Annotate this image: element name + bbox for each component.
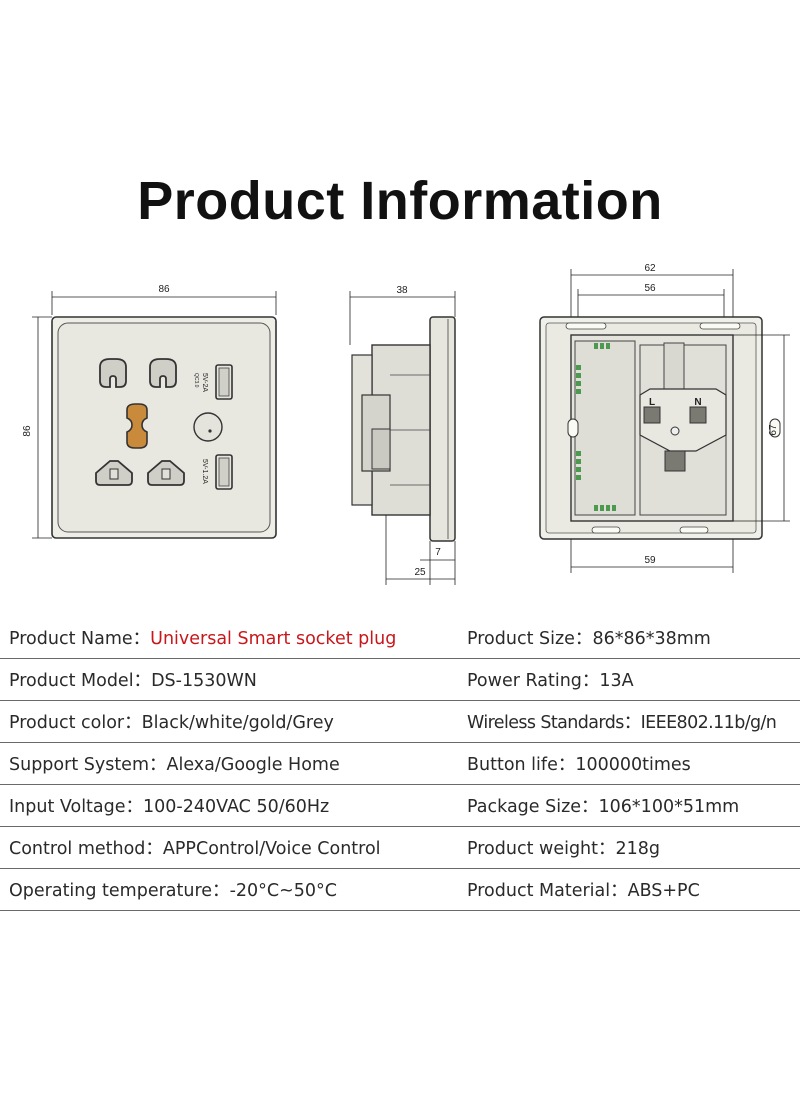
spec-label: Wireless Standards： bbox=[467, 713, 641, 733]
spec-right-cell: Product Size：86*86*38mm bbox=[467, 625, 711, 650]
spec-left-cell: Control method：APPControl/Voice Control bbox=[9, 835, 381, 860]
front-view: 86 86 5V-2A QC3.0 5V-1.2A bbox=[22, 284, 277, 539]
spec-value: Universal Smart socket plug bbox=[150, 629, 397, 649]
spec-label: Button life： bbox=[467, 755, 576, 775]
spec-left-cell: Operating temperature：-20°C~50°C bbox=[9, 877, 337, 902]
spec-value: IEEE802.11b/g/n bbox=[640, 713, 777, 733]
spec-value: 86*86*38mm bbox=[592, 629, 711, 649]
spec-right-cell: Power Rating：13A bbox=[467, 667, 634, 692]
spec-label: Product weight： bbox=[467, 839, 616, 859]
spec-row: Product color：Black/white/gold/Grey Wire… bbox=[0, 701, 800, 743]
spec-value: 13A bbox=[599, 671, 634, 691]
spec-row: Product Model：DS-1530WN Power Rating：13A bbox=[0, 659, 800, 701]
spec-label: Product Size： bbox=[467, 629, 593, 649]
spec-right-clip: Product Size：86*86*38mm bbox=[467, 617, 800, 658]
spec-right-clip: Product Material：ABS+PC bbox=[467, 869, 800, 910]
spec-label: Package Size： bbox=[467, 797, 599, 817]
spec-value: 100-240VAC 50/60Hz bbox=[143, 797, 330, 817]
spec-value: 218g bbox=[615, 839, 661, 859]
back-view: 62 56 L N bbox=[539, 263, 790, 573]
spec-right-clip: Button life：100000times bbox=[467, 743, 800, 784]
front-width-label: 86 bbox=[158, 284, 170, 295]
spec-row: Operating temperature：-20°C~50°C Product… bbox=[0, 869, 800, 911]
spec-value: 100000times bbox=[575, 755, 691, 775]
spec-row: Support System：Alexa/Google Home Button … bbox=[0, 743, 800, 785]
spec-value: APPControl/Voice Control bbox=[162, 839, 381, 859]
spec-right-cell: Button life：100000times bbox=[467, 751, 691, 776]
spec-value: -20°C~50°C bbox=[229, 881, 338, 901]
usb-top-sublabel: QC3.0 bbox=[193, 373, 199, 388]
usb-top-label: 5V-2A bbox=[201, 373, 208, 392]
spec-value: Alexa/Google Home bbox=[166, 755, 340, 775]
terminal-n-label: N bbox=[694, 397, 701, 408]
back-height-label: 67 bbox=[768, 424, 779, 436]
spec-right-clip: Product weight：218g bbox=[467, 827, 800, 868]
spec-right-clip: Package Size：106*100*51mm bbox=[467, 785, 800, 826]
spec-row: Input Voltage：100-240VAC 50/60Hz Package… bbox=[0, 785, 800, 827]
side-depth-label: 38 bbox=[396, 285, 408, 296]
spec-left-cell: Product Name：Universal Smart socket plug bbox=[9, 625, 396, 650]
spec-right-cell: Package Size：106*100*51mm bbox=[467, 793, 739, 818]
spec-value: Black/white/gold/Grey bbox=[141, 713, 334, 733]
spec-row: Control method：APPControl/Voice Control … bbox=[0, 827, 800, 869]
spec-value: DS-1530WN bbox=[151, 671, 257, 691]
back-bottom-width-label: 59 bbox=[644, 555, 656, 566]
spec-left-cell: Product Model：DS-1530WN bbox=[9, 667, 257, 692]
spec-right-cell: Product weight：218g bbox=[467, 835, 660, 860]
spec-label: Product Material： bbox=[467, 881, 628, 901]
usb-bottom-label: 5V-1.2A bbox=[201, 459, 208, 484]
back-inner-width-label: 56 bbox=[644, 283, 656, 294]
spec-right-cell: Product Material：ABS+PC bbox=[467, 877, 700, 902]
spec-left-cell: Support System：Alexa/Google Home bbox=[9, 751, 340, 776]
spec-label: Product Name： bbox=[9, 629, 151, 649]
spec-value: ABS+PC bbox=[627, 881, 700, 901]
spec-label: Operating temperature： bbox=[9, 881, 230, 901]
back-outer-width-label: 62 bbox=[644, 263, 656, 274]
spec-left-cell: Input Voltage：100-240VAC 50/60Hz bbox=[9, 793, 329, 818]
spec-value: 106*100*51mm bbox=[598, 797, 740, 817]
spec-table: Product Name：Universal Smart socket plug… bbox=[0, 617, 800, 911]
spec-label: Support System： bbox=[9, 755, 167, 775]
spec-left-cell: Product color：Black/white/gold/Grey bbox=[9, 709, 334, 734]
spec-label: Control method： bbox=[9, 839, 163, 859]
page-title: Product Information bbox=[137, 171, 663, 231]
spec-label: Product Model： bbox=[9, 671, 152, 691]
spec-label: Product color： bbox=[9, 713, 142, 733]
spec-right-clip: Power Rating：13A bbox=[467, 659, 800, 700]
front-height-label: 86 bbox=[22, 425, 33, 437]
terminal-l-label: L bbox=[649, 397, 655, 408]
technical-drawings: 86 86 5V-2A QC3.0 5V-1.2A bbox=[22, 263, 790, 585]
spec-label: Input Voltage： bbox=[9, 797, 144, 817]
spec-right-cell: Wireless Standards：IEEE802.11b/g/n bbox=[467, 709, 777, 734]
spec-row: Product Name：Universal Smart socket plug… bbox=[0, 617, 800, 659]
side-body-label: 25 bbox=[414, 567, 426, 578]
side-view: 38 7 25 bbox=[349, 285, 456, 585]
spec-label: Power Rating： bbox=[467, 671, 600, 691]
side-plate-label: 7 bbox=[435, 547, 441, 558]
spec-right-clip: Wireless Standards：IEEE802.11b/g/n bbox=[467, 701, 800, 742]
